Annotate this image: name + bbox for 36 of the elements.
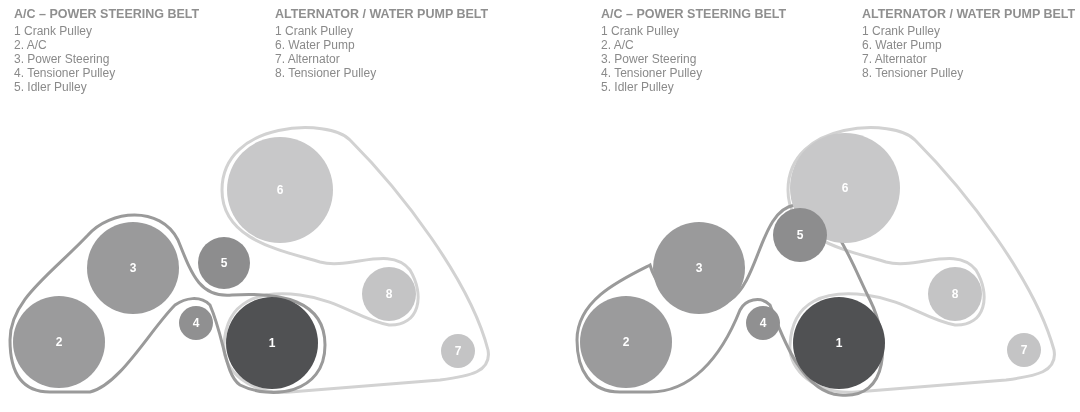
pulley-circle: 5 bbox=[773, 208, 827, 262]
legend-heading: A/C – POWER STEERING BELT bbox=[14, 7, 200, 21]
legend-item: 1 Crank Pulley bbox=[601, 24, 680, 38]
legend-item: 5. Idler Pulley bbox=[14, 80, 87, 94]
legend-heading: A/C – POWER STEERING BELT bbox=[601, 7, 787, 21]
pulley-circle: 7 bbox=[1007, 333, 1041, 367]
legend-item: 8. Tensioner Pulley bbox=[862, 66, 964, 80]
pulley-circle: 7 bbox=[441, 334, 475, 368]
legend-heading: ALTERNATOR / WATER PUMP BELT bbox=[275, 7, 489, 21]
pulley-circle: 2 bbox=[580, 296, 672, 388]
legend-item: 3. Power Steering bbox=[14, 52, 110, 66]
legend-item: 5. Idler Pulley bbox=[601, 80, 674, 94]
legend-heading: ALTERNATOR / WATER PUMP BELT bbox=[862, 7, 1076, 21]
legend-item: 8. Tensioner Pulley bbox=[275, 66, 377, 80]
pulley-circle: 2 bbox=[13, 296, 105, 388]
legend-item: 4. Tensioner Pulley bbox=[601, 66, 703, 80]
pulley-circle: 3 bbox=[87, 222, 179, 314]
legend-item: 1 Crank Pulley bbox=[862, 24, 941, 38]
legend-item: 3. Power Steering bbox=[601, 52, 697, 66]
legend-item: 1 Crank Pulley bbox=[275, 24, 354, 38]
legend-item: 1 Crank Pulley bbox=[14, 24, 93, 38]
pulley-circle: 5 bbox=[198, 237, 250, 289]
legend-item: 4. Tensioner Pulley bbox=[14, 66, 116, 80]
legend-item: 6. Water Pump bbox=[275, 38, 355, 52]
pulley-circle: 1 bbox=[226, 297, 318, 389]
legend-item: 2. A/C bbox=[601, 38, 634, 52]
legend-item: 2. A/C bbox=[14, 38, 47, 52]
pulley-circle: 8 bbox=[362, 267, 416, 321]
pulley-circle: 1 bbox=[793, 297, 885, 389]
legend-item: 6. Water Pump bbox=[862, 38, 942, 52]
legend-item: 7. Alternator bbox=[275, 52, 340, 66]
pulley-circle: 8 bbox=[928, 267, 982, 321]
legend-item: 7. Alternator bbox=[862, 52, 927, 66]
pulley-circle: 3 bbox=[653, 222, 745, 314]
pulley-circle: 4 bbox=[746, 306, 780, 340]
pulley-circle: 4 bbox=[179, 306, 213, 340]
